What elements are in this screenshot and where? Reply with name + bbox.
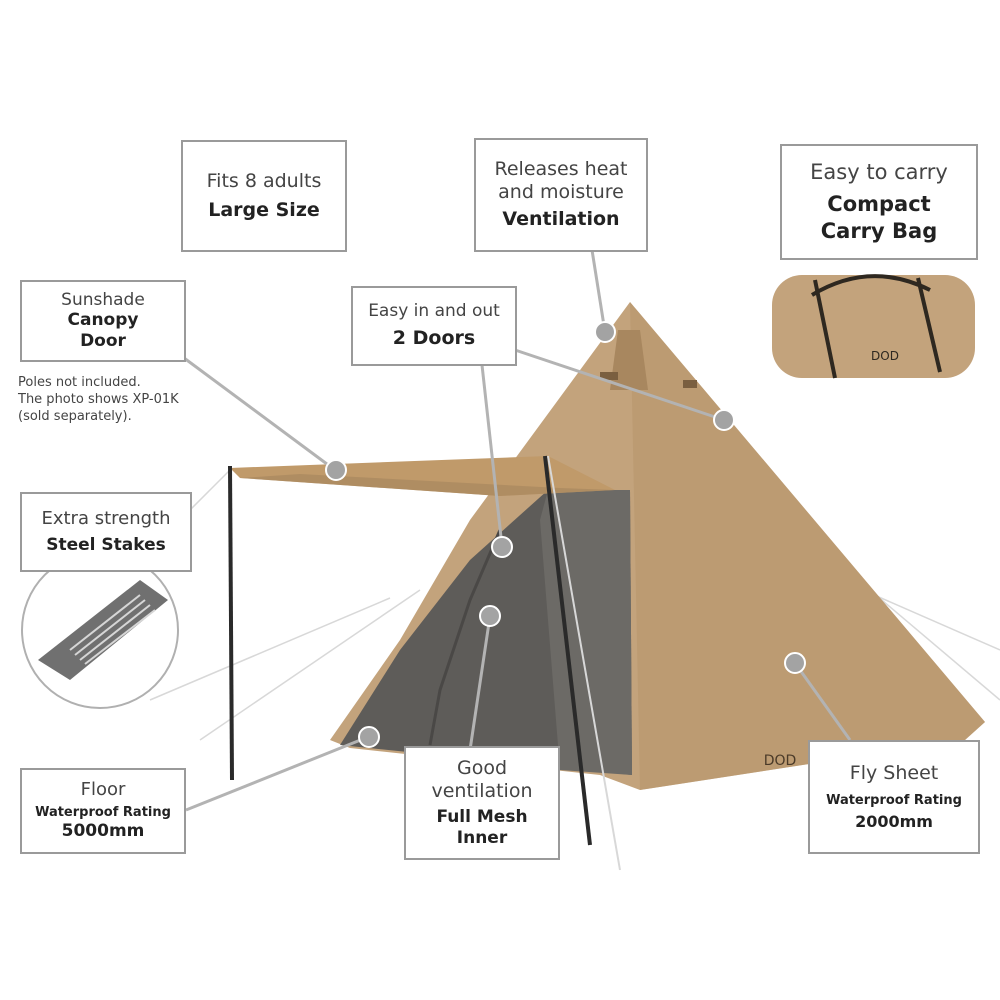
- mesh-title-2: Inner: [456, 827, 508, 848]
- canopy-door-subtitle: Sunshade: [61, 289, 145, 310]
- two-doors-subtitle: Easy in and out: [368, 300, 500, 321]
- canopy-pole-right: [543, 455, 592, 846]
- mesh-title-1: Full Mesh: [436, 806, 528, 827]
- mesh-subtitle-2: ventilation: [431, 779, 533, 802]
- poles-note: Poles not included. The photo shows XP-0…: [18, 374, 218, 425]
- carry-bag-image: DOD: [772, 274, 975, 379]
- fly-sheet-rating-label: Waterproof Rating: [826, 793, 962, 809]
- canopy-door-title-1: Canopy: [67, 309, 139, 330]
- bag-logo-text: DOD: [871, 349, 899, 363]
- mesh-subtitle-1: Good: [456, 756, 508, 779]
- two-doors-title: 2 Doors: [392, 327, 476, 350]
- callout-mesh-inner: Good ventilation Full Mesh Inner: [404, 746, 560, 860]
- callout-two-doors: Easy in and out 2 Doors: [351, 286, 517, 366]
- callout-canopy-door: Sunshade Canopy Door: [20, 280, 186, 362]
- note-line-1: Poles not included.: [18, 375, 141, 390]
- canopy-door-title-2: Door: [80, 331, 126, 352]
- stakes-image: [21, 551, 179, 709]
- top-vent: [610, 330, 648, 390]
- steel-stakes-title: Steel Stakes: [46, 535, 166, 556]
- canopy-pole-left: [228, 465, 234, 781]
- floor-subtitle: Floor: [80, 779, 126, 801]
- steel-stakes-subtitle: Extra strength: [41, 507, 171, 529]
- carry-bag-title-2: Carry Bag: [820, 218, 938, 243]
- callout-carry-bag: Easy to carry Compact Carry Bag: [780, 144, 978, 260]
- callout-floor: Floor Waterproof Rating 5000mm: [20, 768, 186, 854]
- leader-lines: [179, 249, 852, 812]
- ventilation-subtitle-2: and moisture: [498, 181, 624, 204]
- fly-sheet-subtitle: Fly Sheet: [849, 762, 939, 785]
- callout-steel-stakes: Extra strength Steel Stakes: [20, 492, 192, 572]
- note-line-2: The photo shows XP-01K: [18, 392, 179, 407]
- ventilation-title: Ventilation: [502, 207, 620, 230]
- carry-bag-title-1: Compact: [827, 192, 931, 217]
- callout-ventilation: Releases heat and moisture Ventilation: [474, 138, 648, 252]
- callout-large-size: Fits 8 adults Large Size: [181, 140, 347, 252]
- floor-rating-value: 5000mm: [61, 821, 145, 842]
- carry-bag-subtitle: Easy to carry: [810, 160, 948, 185]
- tent-logo-text: DOD: [764, 753, 797, 769]
- marker-dots: [325, 321, 806, 748]
- callout-fly-sheet: Fly Sheet Waterproof Rating 2000mm: [808, 740, 980, 854]
- note-line-3: (sold separately).: [18, 409, 132, 424]
- large-size-subtitle: Fits 8 adults: [206, 169, 322, 192]
- floor-rating-label: Waterproof Rating: [35, 805, 171, 821]
- fly-sheet-rating-value: 2000mm: [855, 811, 933, 831]
- large-size-title: Large Size: [208, 198, 320, 221]
- ventilation-subtitle-1: Releases heat: [494, 158, 628, 181]
